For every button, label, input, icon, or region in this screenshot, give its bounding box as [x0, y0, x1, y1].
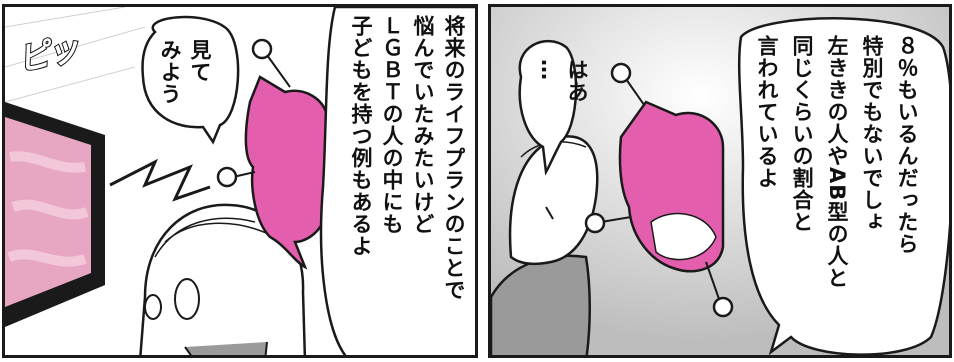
boy-character-side [491, 135, 599, 355]
speech-bubble-lgbt-info: 将来のライフプランのことで 悩んでいたみたいけど ＬＧＢＴの人の中にも 子どもを… [349, 15, 466, 301]
mascot-character-talking [584, 62, 734, 318]
tv-icon [5, 102, 105, 327]
speech-bubble-percentage-info: ８％もいるんだったら 特別でもないでしょ 左ききの人やAB型の人と 同じくらいの… [755, 35, 919, 290]
panel-1-artwork [5, 7, 475, 355]
speech-bubble-shape-large-right [737, 17, 949, 355]
mascot-character [216, 38, 329, 270]
panel-2-artwork [491, 7, 949, 355]
speech-bubble-shape-large [319, 7, 475, 355]
speech-bubble-see: 見て みよう [158, 39, 212, 105]
speech-bubble-shape-small-right [518, 39, 578, 176]
speech-bubble-shape-small [141, 15, 240, 145]
comic-panel-1: ピッ 見て みよう 将来のライフプランのことで 悩んでいたみたいけど ＬＧＢＴの… [2, 4, 478, 358]
speech-bubble-haa: はあ … [537, 59, 589, 103]
comic-panel-2: はあ … ８％もいるんだったら 特別でもないでしょ 左ききの人やAB型の人と 同… [488, 4, 952, 358]
